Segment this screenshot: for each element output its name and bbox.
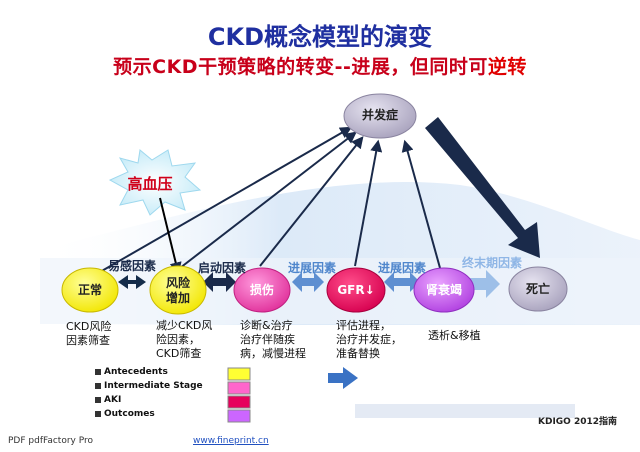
thick-arrow-complication-to-death — [425, 117, 540, 258]
legend-swatch-antecedents — [227, 367, 251, 381]
complication-label: 并发症 — [361, 108, 398, 122]
legend-bullet — [95, 397, 101, 403]
arrow-gfr-to-complication — [354, 139, 383, 267]
intervention-damage: 诊断&治疗 治疗伴随疾 病，减慢进程 — [240, 319, 306, 360]
intervention-normal: CKD风险 因素筛查 — [66, 320, 112, 347]
footer-link[interactable]: www.fineprint.cn — [193, 436, 269, 446]
hypertension-burst — [108, 149, 202, 216]
arrow-failure-death — [470, 270, 500, 298]
stage-label-susceptibility: 易感因素 — [108, 259, 157, 273]
normal-node — [61, 267, 119, 313]
intervention-gfr: 评估进程， 治疗并发症， 准备替换 — [336, 319, 402, 360]
stage-label-progression-2: 进展因素 — [378, 261, 427, 275]
failure-node — [413, 267, 475, 313]
arrow-normal-to-complication — [99, 126, 353, 273]
arrow-hypertension-to-risk — [159, 197, 182, 275]
legend-label-antecedents: Antecedents — [104, 367, 168, 377]
legend-label-outcomes: Outcomes — [104, 409, 155, 419]
death-node — [508, 266, 568, 312]
double-arrow-damage-gfr — [292, 272, 324, 292]
arrow-damage-to-complication — [259, 136, 364, 267]
intervention-risk: 减少CKD风 险因素， CKD筛查 — [156, 319, 213, 360]
subtitle-main: 预示CKD干预策略的转变--进展，但同时可 — [113, 56, 488, 78]
stage-label-progression-1: 进展因素 — [288, 261, 337, 275]
legend-swatch-outcomes — [227, 409, 251, 423]
slide-title: CKD概念模型的演变 — [207, 23, 433, 51]
gfr-label: GFR↓ — [337, 283, 375, 297]
footer-pdf-label: PDF pdfFactory Pro — [8, 436, 94, 446]
legend-bullet — [95, 411, 101, 417]
legend-label-intermediate: Intermediate Stage — [104, 381, 203, 391]
subtitle-emphasis: 逆转 — [487, 56, 527, 78]
double-arrow-normal-risk — [118, 275, 146, 289]
stage-label-end-stage: 终末期因素 — [462, 256, 523, 270]
death-label: 死亡 — [525, 282, 550, 296]
normal-label: 正常 — [77, 283, 102, 297]
arrow-risk-to-complication — [179, 131, 357, 269]
complication-node — [343, 93, 417, 139]
failure-label: 肾衰竭 — [425, 283, 462, 297]
risk-label: 风险 增加 — [165, 276, 190, 305]
risk-node — [149, 265, 207, 315]
bottom-strip — [355, 404, 575, 418]
legend-swatch-intermediate — [227, 381, 251, 395]
slide-subtitle: 预示CKD干预策略的转变--进展，但同时可逆转 — [0, 52, 640, 79]
stage-label-initiation: 启动因素 — [198, 261, 247, 275]
legend-bullet — [95, 369, 101, 375]
regression-arrow — [328, 367, 358, 389]
legend-bullet — [95, 383, 101, 389]
source-caption: KDIGO 2012指南 — [538, 417, 618, 427]
legend-label-aki: AKI — [104, 395, 122, 405]
damage-label: 损伤 — [249, 283, 274, 297]
double-arrow-risk-damage — [203, 272, 236, 292]
intervention-failure: 透析&移植 — [428, 329, 481, 342]
hypertension-label: 高血压 — [127, 175, 173, 193]
arrow-failure-to-complication — [401, 139, 441, 269]
damage-node — [233, 267, 291, 313]
legend-swatch-aki — [227, 395, 251, 409]
double-arrow-gfr-failure — [384, 272, 420, 292]
gfr-node — [326, 267, 386, 313]
